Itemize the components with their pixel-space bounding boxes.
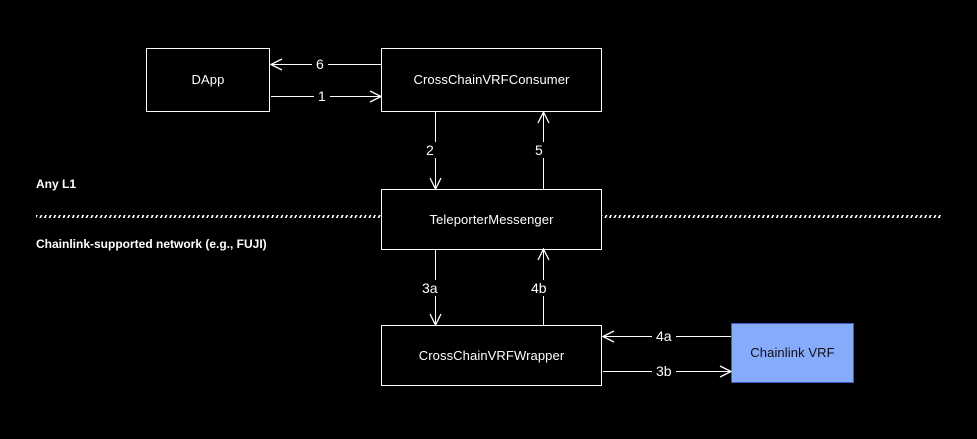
zone-label-any-l1: Any L1 <box>36 177 77 191</box>
node-cross-chain-vrf-wrapper[interactable]: CrossChainVRFWrapper <box>381 325 602 386</box>
node-cross-chain-vrf-wrapper-label: CrossChainVRFWrapper <box>418 347 565 363</box>
node-dapp-label: DApp <box>191 72 225 88</box>
edge-4b-arrowhead-up <box>537 248 550 261</box>
edge-2-arrowhead-down <box>429 177 442 190</box>
node-cross-chain-vrf-consumer-label: CrossChainVRFConsumer <box>413 72 570 88</box>
edge-6-arrowhead-left <box>270 58 283 71</box>
node-chainlink-vrf-label: Chainlink VRF <box>750 345 835 361</box>
edge-1-arrowhead-right <box>369 90 382 103</box>
edge-6-label: 6 <box>312 56 328 72</box>
edge-1-label: 1 <box>314 88 330 104</box>
edge-4a-arrowhead-left <box>602 330 615 343</box>
edge-4a-label: 4a <box>652 328 676 344</box>
edge-3b-arrowhead-right <box>719 365 732 378</box>
edge-2-label: 2 <box>422 142 438 158</box>
node-cross-chain-vrf-consumer[interactable]: CrossChainVRFConsumer <box>381 48 602 112</box>
edge-5-arrowhead-up <box>537 111 550 124</box>
network-boundary-right <box>601 215 941 218</box>
edge-5-label: 5 <box>531 142 547 158</box>
edge-3b-label: 3b <box>652 363 676 379</box>
node-dapp[interactable]: DApp <box>146 48 270 112</box>
network-boundary-left <box>36 215 382 218</box>
edge-3a-label: 3a <box>418 280 442 296</box>
node-chainlink-vrf[interactable]: Chainlink VRF <box>731 323 854 383</box>
zone-label-chainlink-network: Chainlink-supported network (e.g., FUJI) <box>36 237 267 251</box>
edge-3a-arrowhead-down <box>429 313 442 326</box>
node-teleporter-messenger-label: TeleporterMessenger <box>429 211 554 227</box>
node-teleporter-messenger[interactable]: TeleporterMessenger <box>381 189 602 250</box>
edge-4b-label: 4b <box>527 280 551 296</box>
